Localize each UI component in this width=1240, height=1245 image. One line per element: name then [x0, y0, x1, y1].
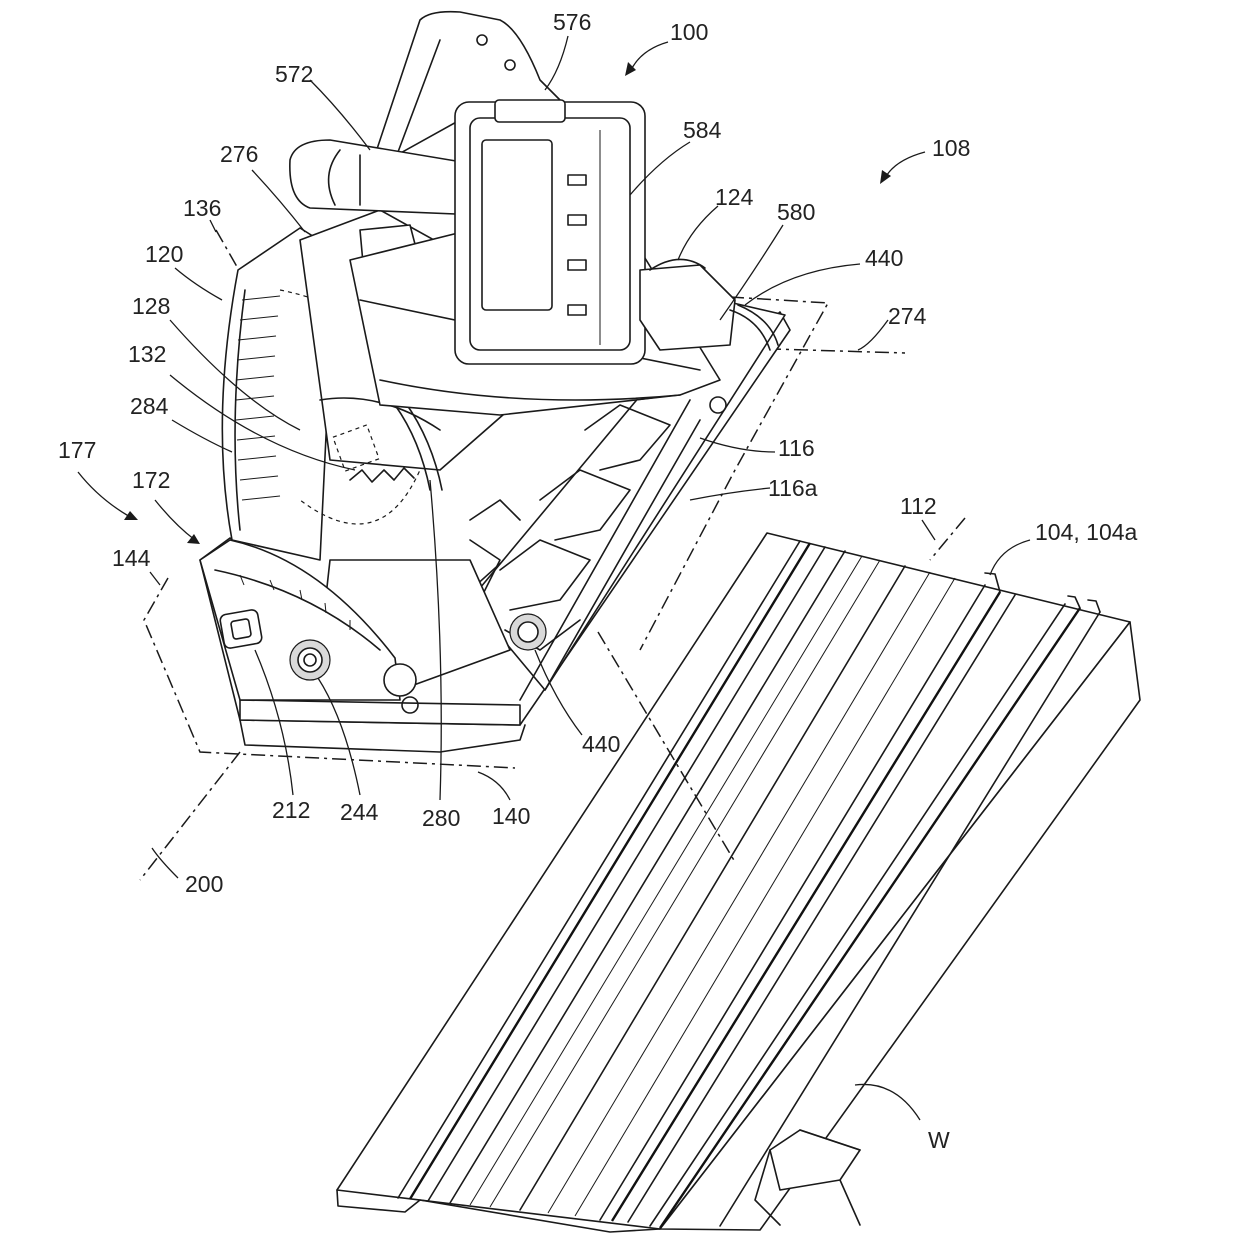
- label-274: 274: [888, 303, 927, 329]
- label-100: 100: [670, 19, 708, 45]
- label-244: 244: [340, 799, 379, 825]
- label-144: 144: [112, 545, 151, 571]
- label-212: 212: [272, 797, 310, 823]
- guard-scale: [235, 295, 281, 501]
- label-116a: 116a: [768, 475, 818, 501]
- label-128: 128: [132, 293, 170, 319]
- label-440-upper: 440: [865, 245, 903, 271]
- label-276: 276: [220, 141, 258, 167]
- label-112: 112: [900, 493, 937, 519]
- label-108: 108: [932, 135, 970, 161]
- label-584: 584: [683, 117, 722, 143]
- label-440-lower: 440: [582, 731, 620, 757]
- workpiece: [754, 1129, 861, 1226]
- rail-right-face: [659, 621, 1141, 1231]
- label-576: 576: [553, 9, 591, 35]
- guide-rail: [336, 532, 1141, 1233]
- label-120: 120: [145, 241, 183, 267]
- label-572: 572: [275, 61, 313, 87]
- label-124: 124: [715, 184, 754, 210]
- label-132: 132: [128, 341, 166, 367]
- reference-numerals: 100 576 572 584 108 276 124 580 136 440 …: [58, 9, 1138, 1153]
- label-172: 172: [132, 467, 170, 493]
- label-W: W: [928, 1127, 950, 1153]
- label-136: 136: [183, 195, 221, 221]
- label-177: 177: [58, 437, 96, 463]
- label-580: 580: [777, 199, 815, 225]
- label-140: 140: [492, 803, 530, 829]
- label-280: 280: [422, 805, 460, 831]
- saw-motor-and-handle: [289, 10, 779, 416]
- leader-lines: [77, 35, 1031, 1121]
- label-104: 104, 104a: [1035, 519, 1138, 545]
- label-116: 116: [778, 435, 815, 461]
- label-284: 284: [130, 393, 169, 419]
- label-200: 200: [185, 871, 223, 897]
